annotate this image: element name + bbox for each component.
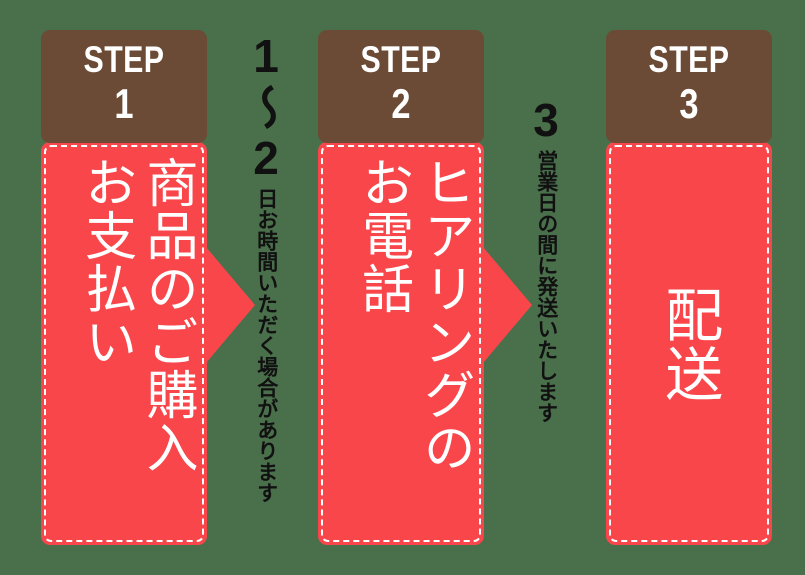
step-word-label-3: STEP [648,39,730,80]
step-column-3: STEP 3 配送 [606,30,772,545]
step-number-label-2: 2 [391,80,411,127]
step-body-1: 商品のご購入 お支払い [41,142,207,545]
flow-arrow-2 [483,247,532,363]
step-word-label-1: STEP [83,39,165,80]
connector-1: 1〜2 日お時間いただく場合があります [236,30,296,503]
step-column-1: STEP 1 商品のご購入 お支払い [41,30,207,545]
step-number-label-1: 1 [114,80,134,127]
step-body-text-3: 配送 [655,284,724,403]
step-body-text-1: 商品のご購入 お支払い [75,156,197,474]
step-body-text-2: ヒアリングの お電話 [352,156,474,474]
step-word-label-2: STEP [360,39,442,80]
step-number-label-3: 3 [679,80,699,127]
step-header-3: STEP 3 [606,30,772,143]
step-header-2: STEP 2 [318,30,484,143]
step-body-2: ヒアリングの お電話 [318,142,484,545]
flow-arrow-1 [206,247,255,363]
step-header-1: STEP 1 [41,30,207,143]
step-body-3: 配送 [606,142,772,545]
step-column-2: STEP 2 ヒアリングの お電話 [318,30,484,545]
connector-2: 3 営業日の間に発送いたします [516,94,576,423]
connector-note-1: 日お時間いただく場合があります [254,188,279,503]
connector-number-1: 1〜2 [240,30,292,186]
connector-note-2: 営業日の間に発送いたします [534,150,559,423]
connector-number-2: 3 [520,94,572,148]
